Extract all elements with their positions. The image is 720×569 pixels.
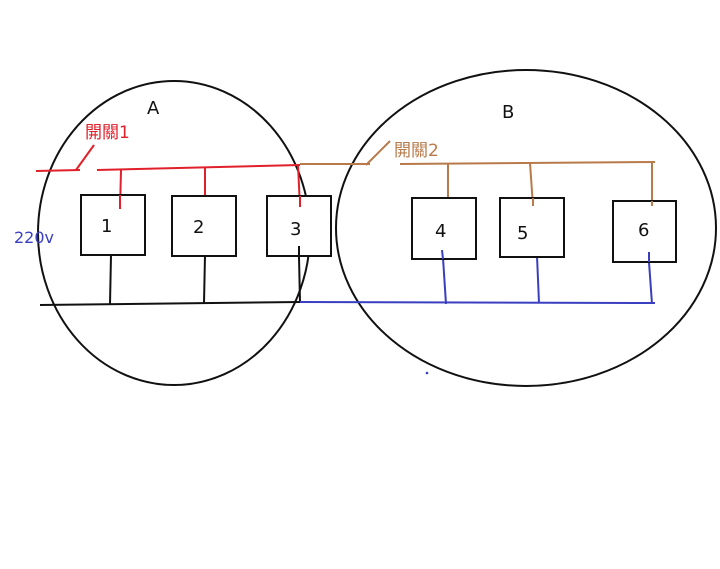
switch-1-lead [35,169,81,172]
group-a-label: A [147,98,160,119]
switch-1-label: 開關1 [85,123,130,143]
device-label-3: 3 [290,219,301,240]
device-label-2: 2 [193,217,204,238]
supply-voltage-label: 220v [14,228,54,247]
common-wire-blue [299,301,656,304]
switch-1-lever [75,144,95,171]
switch-2-label: 開關2 [394,141,439,161]
drop-wire-1 [109,254,112,305]
drop-wire-4 [442,257,447,305]
switch-2-lever [365,140,391,166]
device-label-4: 4 [435,221,446,242]
drop-wire-2 [203,254,206,304]
device-box-1 [80,194,146,256]
device-label-6: 6 [638,220,649,241]
drop-wire-5 [536,255,540,304]
device-box-6 [612,200,677,263]
group-b-circle [335,69,717,387]
drop-wire-6 [648,261,653,305]
device-box-4 [411,197,477,260]
drop-wire-4-inner [441,249,444,260]
device-label-5: 5 [517,223,528,244]
group-b-label: B [502,102,514,123]
device-label-1: 1 [101,216,112,237]
stray-dot [425,371,429,375]
device-box-5 [499,197,565,258]
drop-wire-3 [298,256,301,303]
common-wire-black [39,301,301,306]
switch-1-bus [96,164,301,171]
switch-2-bus [399,161,656,165]
device-box-2 [171,195,237,257]
